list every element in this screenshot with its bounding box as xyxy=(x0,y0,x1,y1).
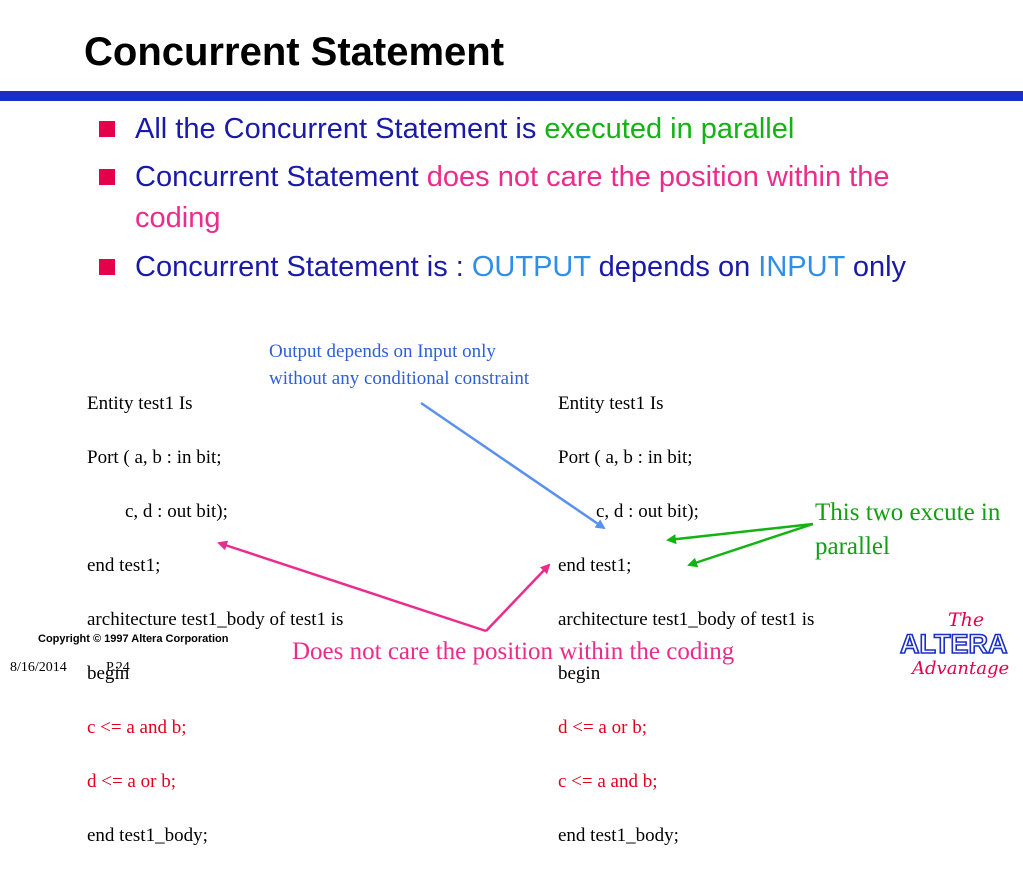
note-parallel: This two excute in parallel xyxy=(815,499,1001,560)
arrow-position-left xyxy=(217,540,487,633)
code-line: architecture test1_body of test1 is xyxy=(87,609,344,630)
bullet-1: All the Concurrent Statement is executed… xyxy=(99,109,1015,150)
bullet-3-end: only xyxy=(844,251,907,283)
bullet-1-text: All the Concurrent Statement is xyxy=(135,113,545,145)
bullet-square-icon xyxy=(99,259,115,275)
code-line-red: c <= a and b; xyxy=(87,717,187,738)
code-line: Entity test1 Is xyxy=(558,393,664,414)
code-line: c, d : out bit); xyxy=(558,501,699,522)
arrow-position-right xyxy=(485,563,551,632)
logo-altera: ALTERA xyxy=(900,629,1008,659)
code-line: end test1; xyxy=(87,555,161,576)
bullet-2: Concurrent Statement does not care the p… xyxy=(99,157,975,239)
code-line-red: c <= a and b; xyxy=(558,771,658,792)
bullet-3-input: INPUT xyxy=(758,251,845,283)
arrow-parallel-top xyxy=(666,522,814,545)
code-line: Port ( a, b : in bit; xyxy=(558,447,693,468)
title-rule xyxy=(0,91,1023,101)
copyright: Copyright © 1997 Altera Corporation xyxy=(38,633,229,645)
footer-page: P.24 xyxy=(106,660,130,675)
bullet-3-text: Concurrent Statement is : xyxy=(135,251,472,283)
code-line: c, d : out bit); xyxy=(87,501,228,522)
bullet-2-highlight: does not care the position within the co… xyxy=(135,161,890,234)
code-line: begin xyxy=(558,663,601,684)
arrow-output-note xyxy=(420,401,606,530)
footer-date: 8/16/2014 xyxy=(10,660,67,675)
code-line: architecture test1_body of test1 is xyxy=(558,609,815,630)
altera-logo: The ALTERA Advantage xyxy=(899,609,1009,679)
code-line: begin xyxy=(87,663,130,684)
note-output-depends: Output depends on Input only without any… xyxy=(269,341,530,389)
code-line-red: d <= a or b; xyxy=(558,717,647,738)
note-position: Does not care the position within the co… xyxy=(292,638,735,665)
code-line: Entity test1 Is xyxy=(87,393,193,414)
code-line: end test1_body; xyxy=(87,825,208,846)
code-line-red: d <= a or b; xyxy=(87,771,176,792)
code-line: end test1; xyxy=(558,555,632,576)
logo-the: The xyxy=(948,609,984,631)
bullet-square-icon xyxy=(99,121,115,137)
bullet-3: Concurrent Statement is : OUTPUT depends… xyxy=(99,247,985,288)
bullet-3-output: OUTPUT xyxy=(471,251,591,283)
code-line: end test1_body; xyxy=(558,825,679,846)
logo-advantage: Advantage xyxy=(910,658,1009,679)
arrow-parallel-bottom xyxy=(687,522,814,568)
bullet-square-icon xyxy=(99,169,115,185)
code-line: Port ( a, b : in bit; xyxy=(87,447,222,468)
slide-title: Concurrent Statement xyxy=(84,30,505,74)
annotation-arrows xyxy=(217,401,814,633)
bullet-1-highlight: executed in parallel xyxy=(544,113,795,145)
bullet-3-mid: depends on xyxy=(590,251,759,283)
bullet-2-text: Concurrent Statement xyxy=(135,161,427,193)
